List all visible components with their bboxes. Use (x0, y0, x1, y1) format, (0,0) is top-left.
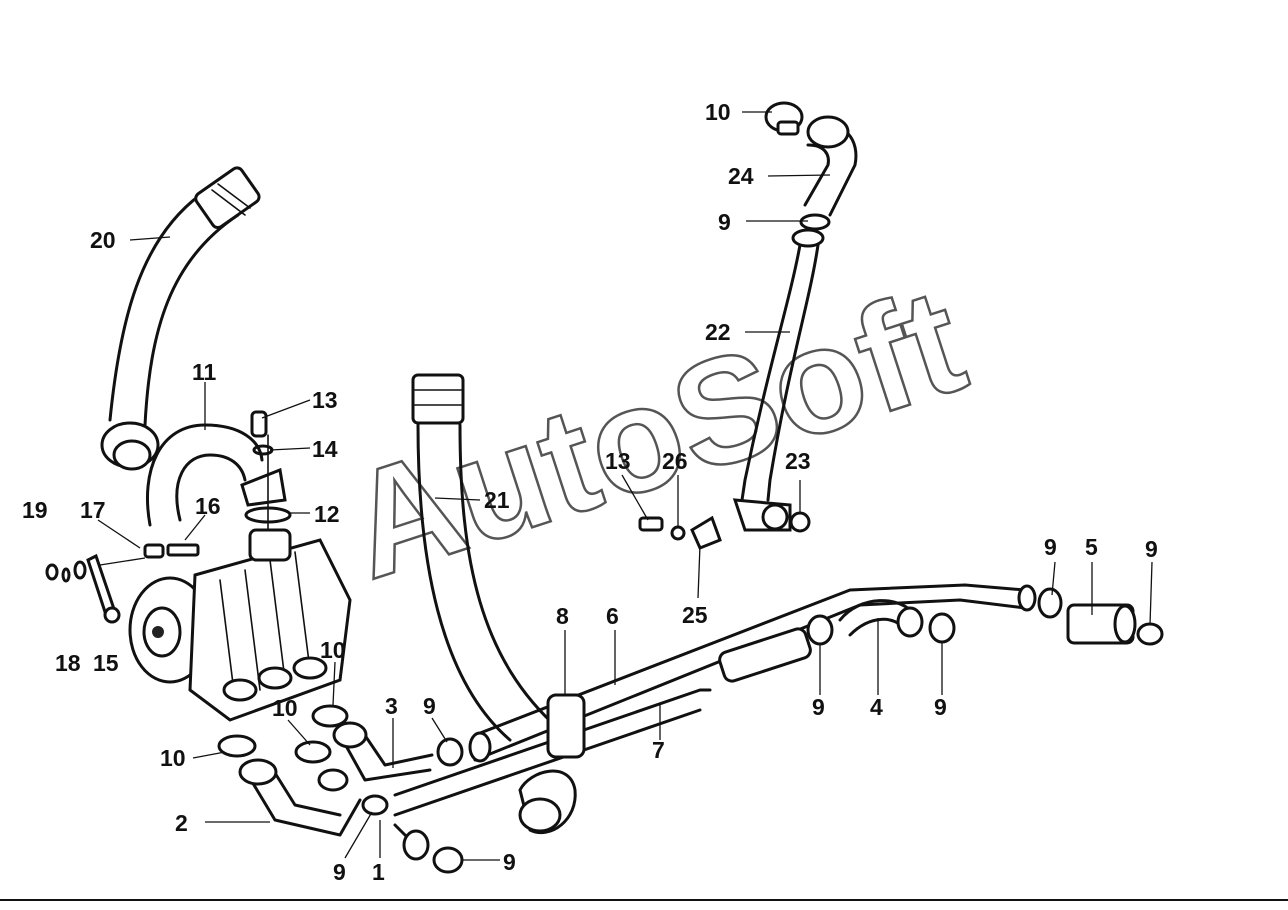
callout-9-right-a: 9 (1044, 534, 1057, 560)
callout-6: 6 (606, 603, 619, 629)
callout-2: 2 (175, 810, 188, 836)
small-parts-12-13-14 (244, 410, 292, 546)
hose-24-pipe-22 (732, 101, 858, 533)
pump-assembly (128, 528, 352, 722)
callout-20: 20 (90, 227, 116, 253)
callout-15: 15 (93, 650, 119, 676)
callout-9-top: 9 (718, 209, 731, 235)
callout-10-left: 10 (160, 745, 186, 771)
callout-9-center: 9 (423, 693, 436, 719)
leader-lines (97, 111, 1153, 861)
callout-23: 23 (785, 448, 811, 474)
callout-10-mid: 10 (320, 637, 346, 663)
callout-16: 16 (195, 493, 221, 519)
pipe-11 (145, 423, 287, 527)
callout-11: 11 (192, 359, 217, 385)
callout-1: 1 (372, 859, 385, 885)
callout-22: 22 (705, 319, 731, 345)
callout-9-bottom-a: 9 (333, 859, 346, 885)
callout-9-mid-b: 9 (934, 694, 947, 720)
callout-10-top: 10 (705, 99, 731, 125)
hose-21 (411, 373, 577, 835)
callout-19: 19 (22, 497, 48, 523)
callout-9-right-b: 9 (1145, 536, 1158, 562)
callout-13-left: 13 (312, 387, 338, 413)
callout-12: 12 (314, 501, 340, 527)
pipes-4-5-6-7-8 (393, 583, 1137, 817)
callout-4: 4 (870, 694, 883, 720)
callout-3: 3 (385, 693, 398, 719)
callout-5: 5 (1085, 534, 1098, 560)
callout-9-bottom-b: 9 (503, 849, 516, 875)
small-parts-15-19 (45, 543, 200, 624)
callout-21: 21 (484, 487, 510, 513)
callout-10-lower: 10 (272, 695, 298, 721)
small-parts-13-25-26 (638, 515, 722, 550)
callout-14: 14 (312, 436, 338, 462)
callout-7: 7 (652, 737, 665, 763)
callout-labels: 20 11 13 14 12 19 17 16 18 15 10 24 9 22… (22, 99, 1158, 885)
callout-25: 25 (682, 602, 708, 628)
hose-20 (100, 166, 261, 471)
callout-26: 26 (662, 448, 688, 474)
hoses-1-2-3 (238, 721, 434, 861)
callout-18: 18 (55, 650, 81, 676)
callout-17: 17 (80, 497, 106, 523)
callout-9-mid-a: 9 (812, 694, 825, 720)
callout-8: 8 (556, 603, 569, 629)
callout-13-center: 13 (605, 448, 631, 474)
callout-24: 24 (728, 163, 754, 189)
